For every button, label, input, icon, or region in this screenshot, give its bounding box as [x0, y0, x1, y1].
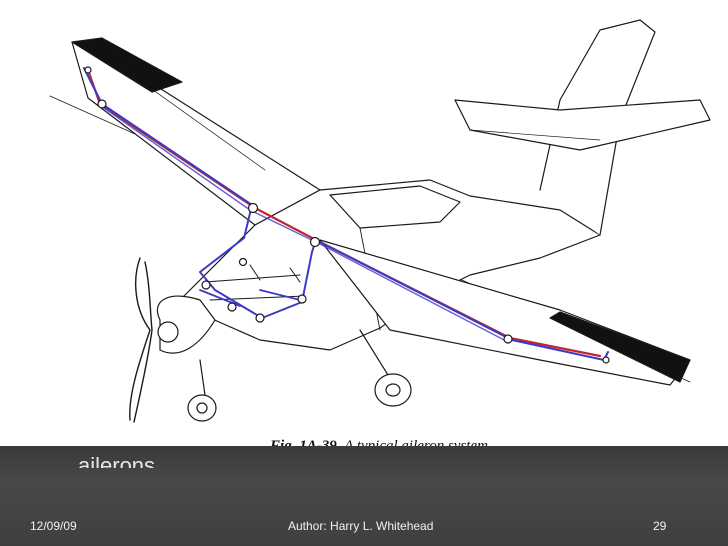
control-yoke: [204, 264, 306, 301]
slide-title: ailerons: [78, 456, 155, 468]
pulley: [297, 294, 307, 304]
main-wheel: [374, 373, 412, 407]
footer-page-number: 29: [653, 519, 667, 533]
cable-red: [86, 68, 602, 358]
pulley: [238, 257, 248, 267]
pulley: [227, 302, 237, 312]
slide-footer: [0, 446, 728, 546]
pulley: [247, 202, 259, 214]
pulley: [309, 236, 321, 248]
pulley: [602, 356, 610, 364]
left-aileron: [71, 37, 183, 93]
cabin-window: [329, 185, 461, 229]
main-gear-strut: [359, 329, 389, 376]
left-wing-outline: [71, 41, 321, 226]
spinner: [157, 321, 179, 343]
cable-blue-return: [103, 107, 509, 343]
pulley: [201, 280, 211, 290]
right-aileron: [549, 311, 691, 383]
pulley: [255, 313, 265, 323]
nose-wheel: [187, 394, 217, 422]
pulley: [84, 66, 92, 74]
pulley: [97, 99, 107, 109]
nose-gear-strut: [199, 359, 206, 396]
right-wing-outline: [319, 239, 691, 386]
pulley: [503, 334, 513, 344]
aileron-system-diagram: [49, 19, 711, 423]
propeller: [129, 257, 153, 423]
footer-date: 12/09/09: [30, 519, 77, 533]
footer-author: Author: Harry L. Whitehead: [288, 519, 434, 533]
